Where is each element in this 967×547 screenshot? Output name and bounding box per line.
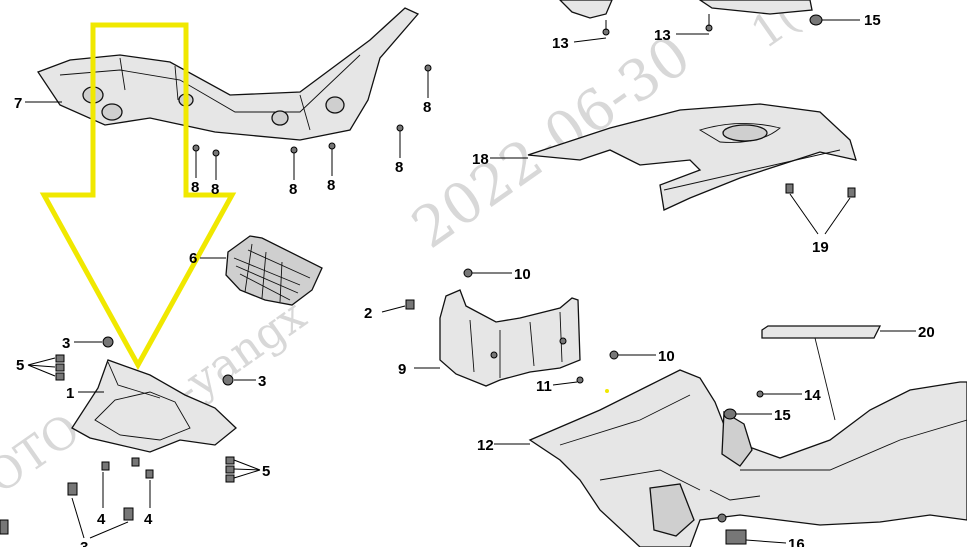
callout-6: 6	[189, 250, 197, 267]
callout-20: 20	[918, 324, 935, 341]
callout-16: 16	[788, 536, 805, 547]
callout-5b: 5	[262, 463, 270, 480]
screws-8: 8 8 8 8 8 8	[191, 64, 432, 198]
part-6-grille	[225, 235, 323, 306]
highlight-dot	[605, 389, 609, 393]
callout-11: 11	[536, 378, 552, 395]
callout-18: 18	[472, 151, 489, 168]
part-18-rear-panel	[527, 103, 857, 211]
callout-8f: 8	[211, 181, 219, 198]
callout-10a: 10	[514, 266, 531, 283]
highlight-arrow	[39, 22, 237, 371]
callout-7: 7	[14, 95, 22, 112]
callout-4b: 4	[144, 511, 153, 528]
callout-3a: 3	[62, 335, 70, 352]
part-7-upper-panel	[37, 7, 420, 141]
callout-8a: 8	[423, 99, 431, 116]
callout-8b: 8	[395, 159, 403, 176]
part-20-strip	[761, 325, 882, 421]
callout-10b: 10	[658, 348, 675, 365]
callout-4a: 4	[97, 511, 106, 528]
callout-5a: 5	[16, 357, 24, 374]
callout-19: 19	[812, 239, 829, 256]
part-1-front-shroud	[71, 359, 237, 479]
callout-8c: 8	[327, 177, 335, 194]
callout-3c: 3	[80, 539, 88, 547]
part-top-right-partial	[559, 0, 860, 43]
callout-2: 2	[364, 305, 372, 322]
callout-8e: 8	[191, 179, 199, 196]
callout-13a: 13	[552, 35, 569, 52]
callout-13b: 13	[654, 27, 671, 44]
part-12-side-body	[528, 369, 967, 547]
callout-12: 12	[477, 437, 494, 454]
callout-8d: 8	[289, 181, 297, 198]
callout-14: 14	[804, 387, 821, 404]
callout-1: 1	[66, 385, 74, 402]
clips-5-left	[27, 354, 65, 381]
callout-9: 9	[398, 361, 406, 378]
part-9-bracket	[405, 289, 581, 387]
callout-15a: 15	[864, 12, 881, 29]
clips-5-right	[225, 456, 261, 483]
callout-15b: 15	[774, 407, 791, 424]
callout-3b: 3	[258, 373, 266, 390]
